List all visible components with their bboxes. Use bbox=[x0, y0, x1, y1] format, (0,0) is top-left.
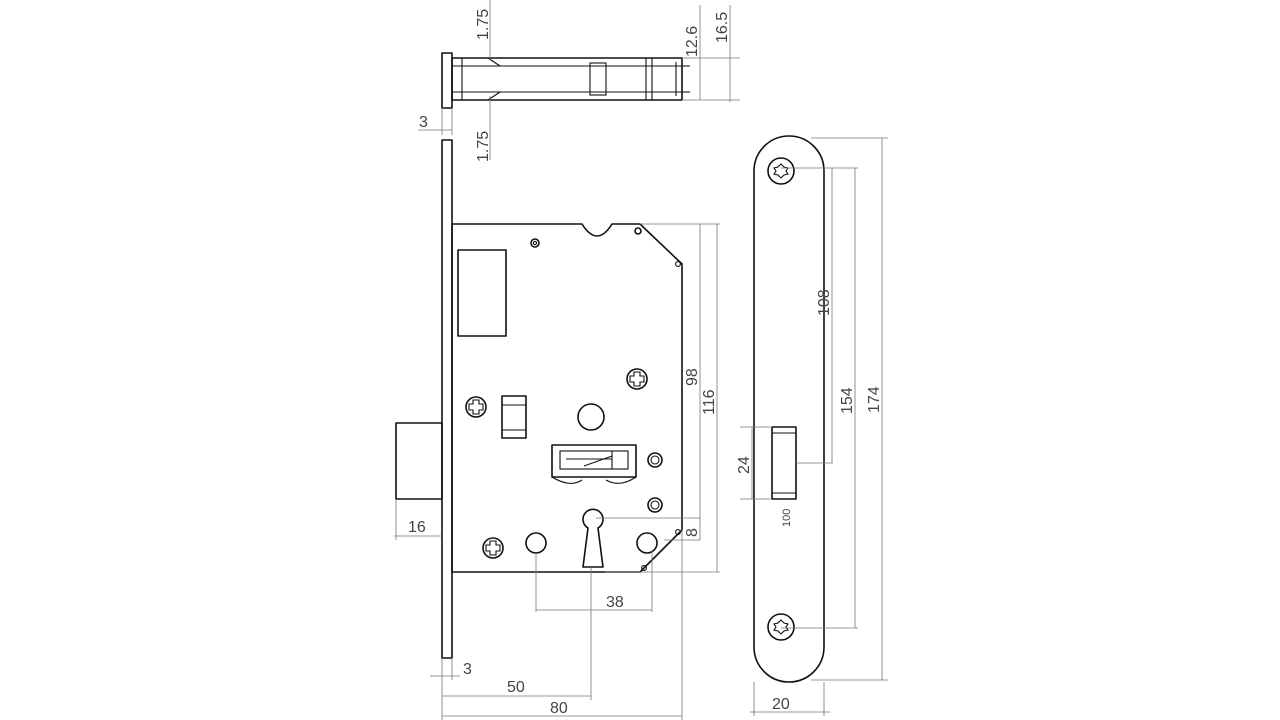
dim-total-height: 16.5 bbox=[714, 12, 731, 43]
plate-screw-bottom bbox=[767, 613, 795, 641]
dimension-labels: 1.75 1.75 12.6 16.5 3 98 116 8 38 16 3 5… bbox=[408, 9, 883, 717]
faceplate bbox=[441, 139, 453, 659]
top-view-faceplate bbox=[441, 52, 453, 109]
top-view bbox=[418, 0, 740, 160]
dim-bolt-height: 12.6 bbox=[684, 26, 701, 57]
side-view bbox=[394, 139, 720, 720]
top-view-bolt bbox=[451, 57, 683, 101]
lock-case bbox=[451, 223, 683, 573]
lock-mechanism bbox=[551, 444, 637, 478]
dim-screw-to-follower: 108 bbox=[816, 289, 833, 316]
latch-bolt bbox=[395, 422, 443, 500]
dim-opening-height: 24 bbox=[736, 456, 753, 474]
follower-hole bbox=[577, 403, 605, 431]
dim-plate-width: 20 bbox=[772, 696, 790, 713]
dim-top-plate-inner: 1.75 bbox=[475, 9, 492, 40]
dim-faceplate: 3 bbox=[463, 661, 472, 678]
screw-head-bottom-left bbox=[482, 537, 504, 559]
dim-backset: 50 bbox=[507, 679, 525, 696]
top-view-slot bbox=[589, 62, 607, 96]
dim-case-height: 116 bbox=[701, 389, 718, 415]
plate-screw-top bbox=[767, 157, 795, 185]
dim-plate-length: 174 bbox=[866, 386, 883, 413]
dim-screw-spacing: 154 bbox=[839, 387, 856, 414]
dim-opening-label: 100 bbox=[781, 509, 793, 527]
dim-keyhole-offset: 8 bbox=[684, 528, 701, 537]
keyhole bbox=[582, 508, 604, 568]
deadbolt bbox=[457, 249, 507, 337]
screw-head-left bbox=[465, 396, 487, 418]
dim-bolt-throw: 16 bbox=[408, 519, 426, 536]
strike-plate bbox=[753, 135, 825, 683]
dim-top-plate-thickness: 3 bbox=[419, 114, 428, 131]
latch-lever bbox=[501, 395, 527, 439]
front-view bbox=[740, 135, 888, 716]
dim-follower-to-keyhole: 98 bbox=[684, 368, 701, 386]
screw-head-top-right bbox=[626, 368, 648, 390]
dim-case-depth: 80 bbox=[550, 700, 568, 717]
dim-top-plate-outer: 1.75 bbox=[475, 131, 492, 162]
strike-opening bbox=[771, 426, 797, 500]
dim-spindle-to-keyhole: 38 bbox=[606, 594, 624, 611]
